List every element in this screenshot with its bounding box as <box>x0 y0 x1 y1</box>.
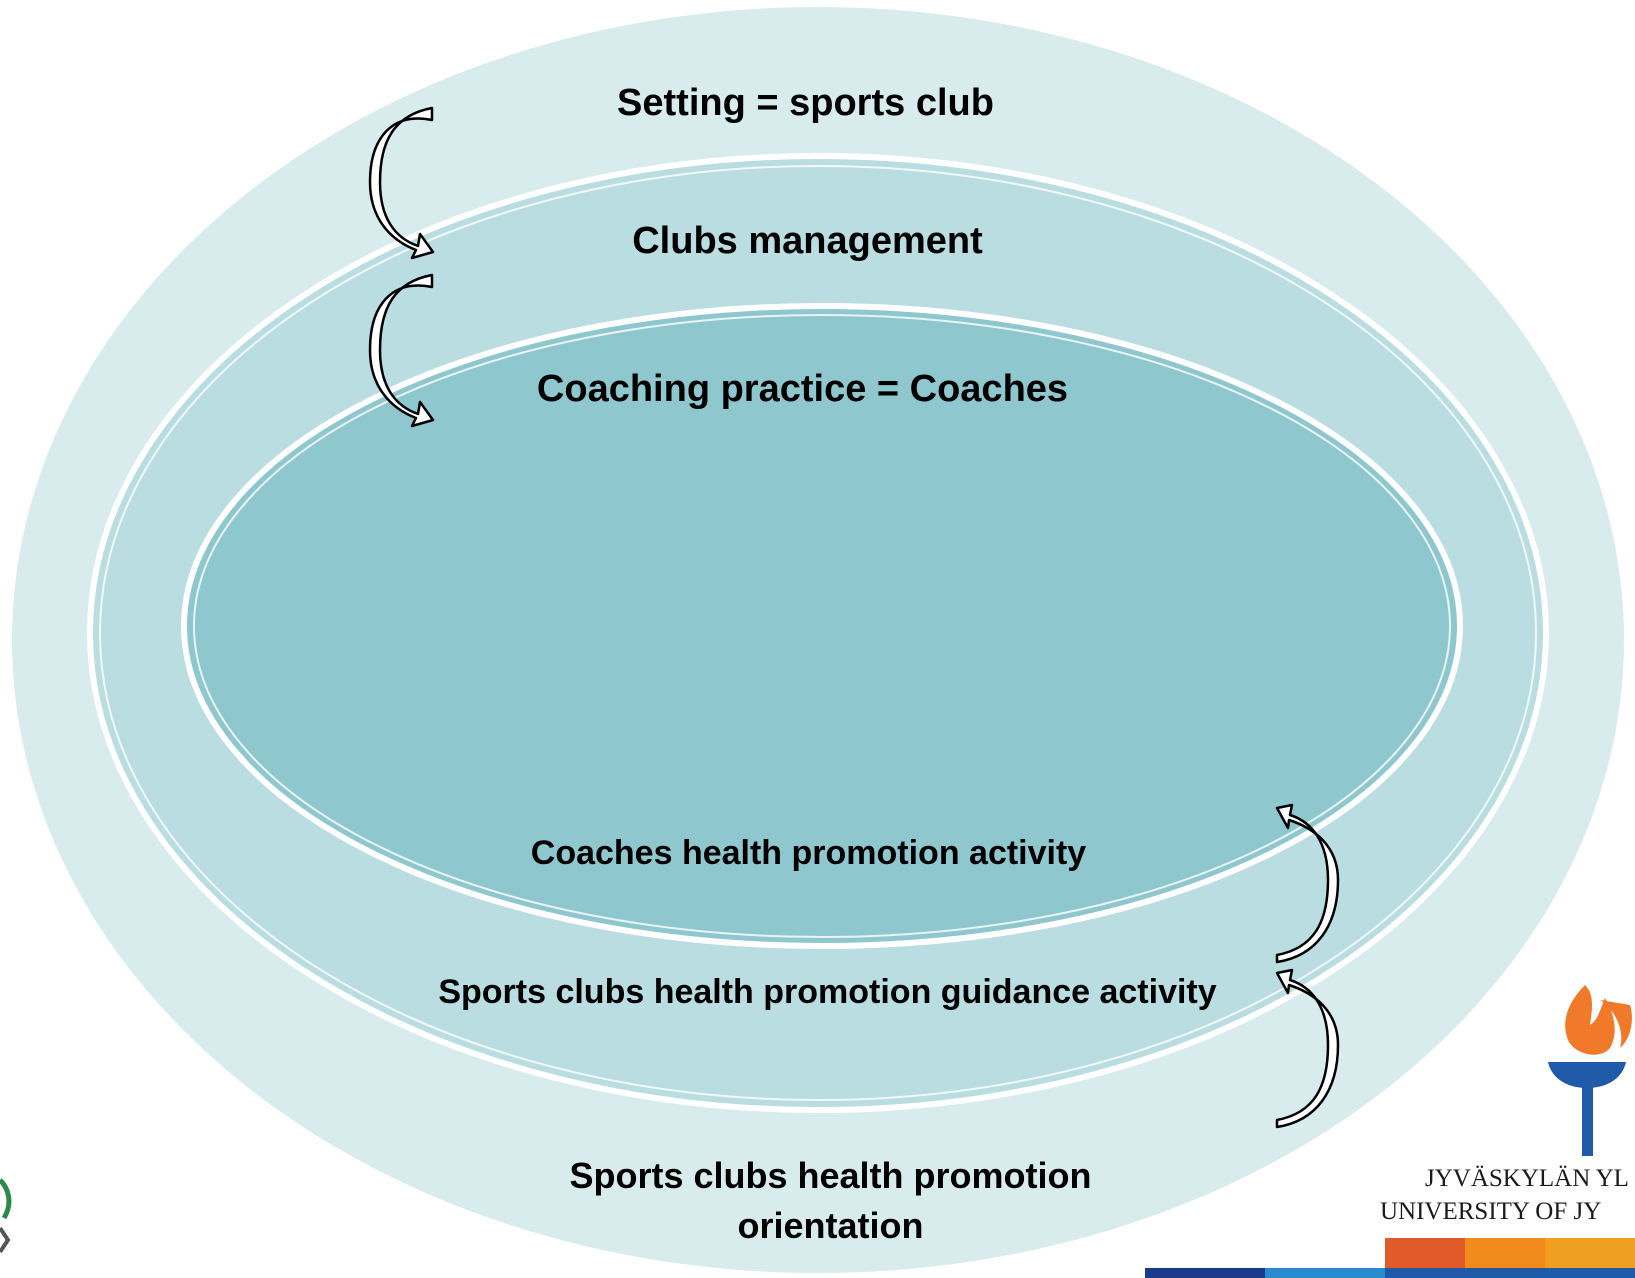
university-logo <box>1145 985 1635 1278</box>
inner-ellipse-coaching <box>181 303 1463 949</box>
torch-flame-icon <box>1565 985 1615 1055</box>
curved-arrow-up-icon-1 <box>1275 803 1340 964</box>
curved-arrow-down-icon-1 <box>368 106 435 260</box>
partner-logo-fragment <box>0 1178 12 1254</box>
outer-bottom-label-line2: orientation <box>737 1205 924 1246</box>
torch-cup-icon <box>1548 1062 1626 1088</box>
curved-arrow-down-icon-2 <box>368 273 435 428</box>
layer-label-coaching: Coaching practice = Coaches <box>536 368 1069 410</box>
curved-arrow-up-icon-2 <box>1275 968 1340 1129</box>
logo-caption-english: UNIVERSITY OF JY <box>1380 1198 1602 1225</box>
inner-bottom-label: Coaches health promotion activity <box>530 834 1087 872</box>
layer-label-setting: Setting = sports club <box>617 82 994 124</box>
outer-bottom-label-line1: Sports clubs health promotion <box>569 1155 1092 1196</box>
logo-caption-finnish: JYVÄSKYLÄN YL <box>1425 1165 1629 1192</box>
layer-label-management: Clubs management <box>632 220 983 262</box>
middle-bottom-label: Sports clubs health promotion guidance a… <box>438 973 1217 1011</box>
